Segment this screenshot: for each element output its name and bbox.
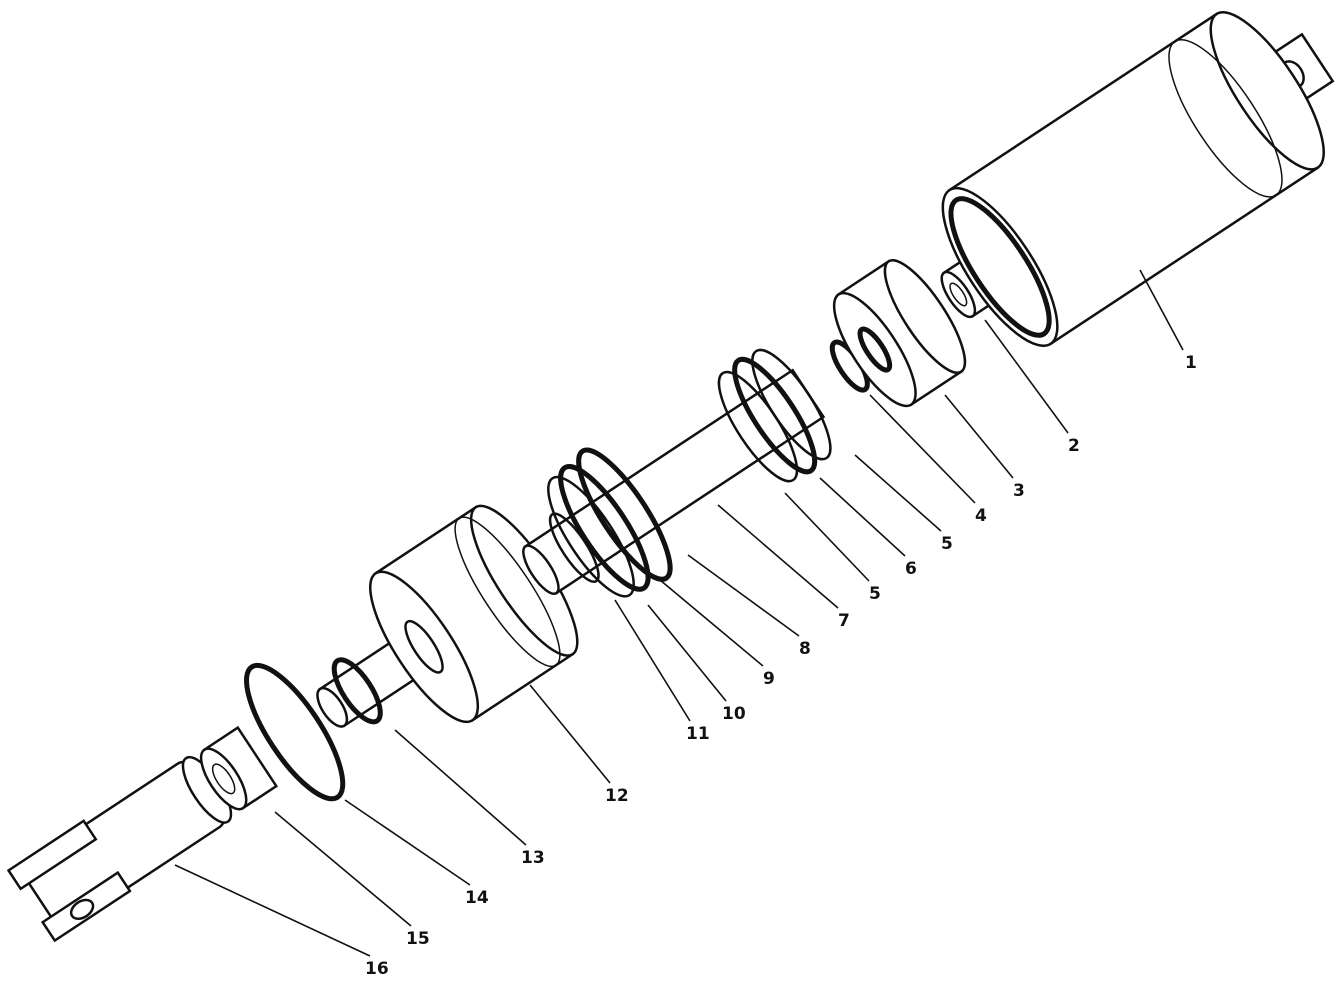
- part-ring-8: [576, 447, 673, 582]
- callout-4: 4: [975, 506, 987, 526]
- part-piston-3: [832, 259, 967, 408]
- callout-2: 2: [1068, 436, 1080, 456]
- callout-11: 11: [686, 724, 710, 744]
- part-gland-12: [368, 504, 579, 724]
- callout-13: 13: [521, 848, 545, 868]
- part-ring-10: [547, 475, 635, 598]
- callout-5a: 5: [941, 534, 953, 554]
- callout-3: 3: [1013, 481, 1025, 501]
- callout-12: 12: [605, 786, 629, 806]
- part-ring-9: [558, 464, 651, 592]
- callout-15: 15: [406, 929, 430, 949]
- callout-7: 7: [838, 611, 850, 631]
- callout-9: 9: [763, 669, 775, 689]
- part-clevis-16: [6, 756, 233, 943]
- callout-10: 10: [722, 704, 746, 724]
- part-barrel-1: [941, 10, 1335, 347]
- callout-16: 16: [365, 959, 389, 979]
- callout-labels: 1 2 3 4 5 6 5 7 8 9 10 11 12 13 14 15 16: [365, 353, 1197, 979]
- part-ring-6: [732, 356, 818, 475]
- leader-lines: [174, 269, 1184, 957]
- callout-8: 8: [799, 639, 811, 659]
- callout-5b: 5: [869, 584, 881, 604]
- part-nut-15: [199, 725, 279, 811]
- callout-14: 14: [465, 888, 489, 908]
- callout-6: 6: [905, 559, 917, 579]
- part-snap-ring-14: [244, 662, 346, 802]
- callout-1: 1: [1185, 353, 1197, 373]
- part-ring-5b: [751, 348, 832, 461]
